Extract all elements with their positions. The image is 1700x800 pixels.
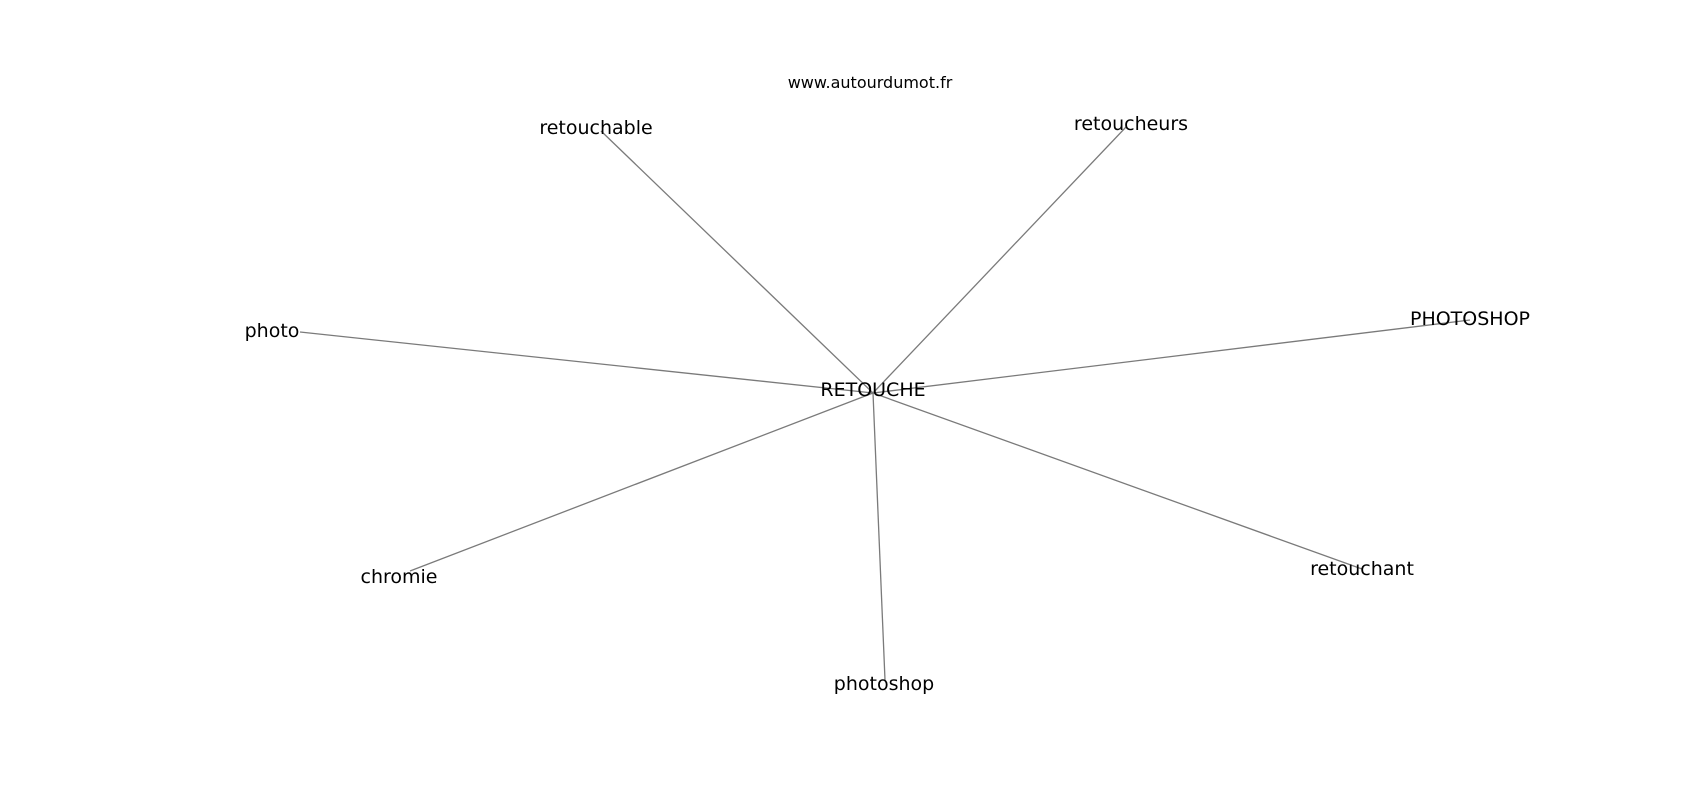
edge-line — [600, 130, 874, 394]
neighbor-nodes: retouchable retoucheurs photo PHOTOSHOP … — [245, 113, 1530, 695]
neighbor-node-label[interactable]: retouchant — [1310, 558, 1414, 580]
edge-line — [872, 392, 886, 681]
edge-line — [409, 392, 874, 572]
neighbor-node-label[interactable]: chromie — [361, 566, 438, 588]
edge-line — [872, 319, 1471, 394]
edges — [299, 126, 1471, 681]
neighbor-node-label[interactable]: PHOTOSHOP — [1410, 308, 1530, 330]
edge-line — [872, 126, 1127, 394]
edge-line — [299, 331, 874, 394]
source-watermark: www.autourdumot.fr — [788, 73, 953, 92]
edge-line — [872, 392, 1363, 570]
neighbor-node-label[interactable]: photo — [245, 320, 300, 342]
neighbor-node-label[interactable]: retouchable — [539, 117, 652, 139]
center-node-label[interactable]: RETOUCHE — [820, 379, 925, 401]
neighbor-node-label[interactable]: photoshop — [834, 673, 934, 695]
neighbor-node-label[interactable]: retoucheurs — [1074, 113, 1188, 135]
